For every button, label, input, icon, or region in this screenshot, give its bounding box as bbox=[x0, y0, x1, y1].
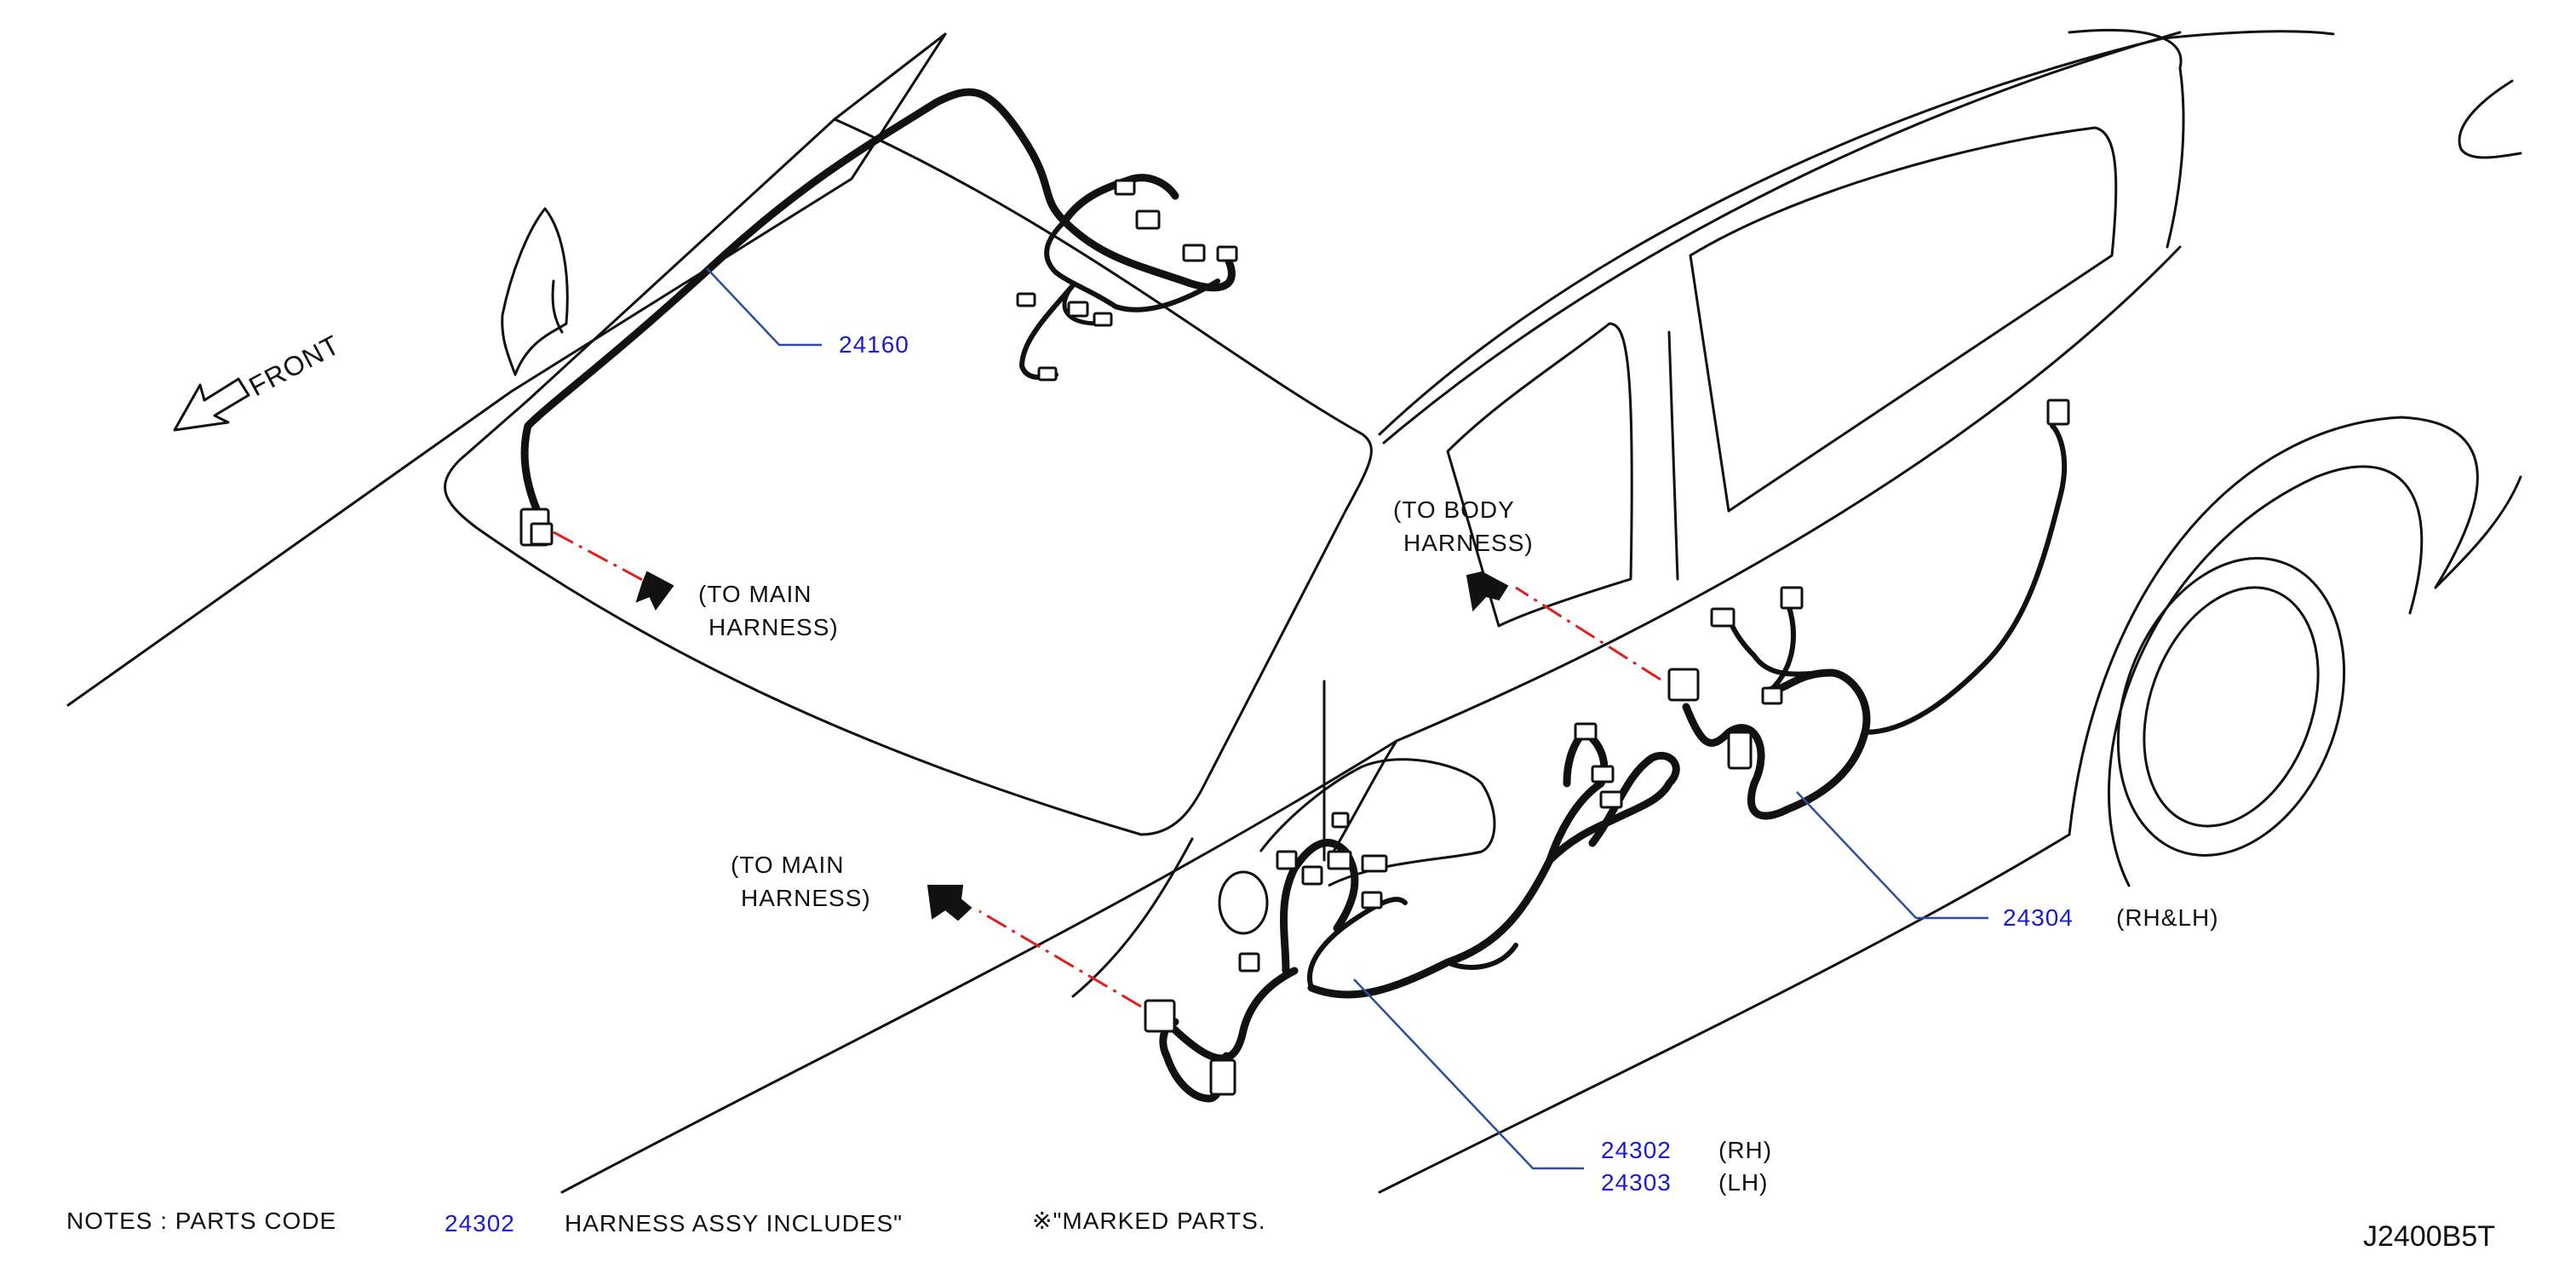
notes-middle: HARNESS ASSY INCLUDES" bbox=[565, 1210, 903, 1236]
callout-to-main-bottom-line1: (TO MAIN bbox=[731, 852, 844, 878]
callout-to-main-top-line2: HARNESS) bbox=[709, 614, 839, 640]
part-side-24304: (RH&LH) bbox=[2116, 904, 2219, 931]
leader-lines bbox=[706, 267, 1988, 1170]
part-side-24303: (LH) bbox=[1718, 1169, 1768, 1196]
callout-to-body-line2: HARNESS) bbox=[1403, 530, 1534, 556]
callout-to-main-bottom-line2: HARNESS) bbox=[741, 885, 871, 911]
callout-to-main-top-line1: (TO MAIN bbox=[698, 581, 812, 607]
roof-harness[interactable] bbox=[520, 88, 1236, 532]
arrow-to-main-top bbox=[635, 571, 674, 611]
front-door-speaker bbox=[1218, 758, 1496, 935]
notes-suffix: ※"MARKED PARTS. bbox=[1032, 1208, 1266, 1234]
front-arrow-icon bbox=[173, 377, 250, 432]
part-code-24303[interactable]: 24303 bbox=[1601, 1169, 1672, 1196]
part-side-24302: (RH) bbox=[1718, 1137, 1772, 1163]
front-door-harness[interactable] bbox=[1159, 728, 1680, 1103]
notes-code[interactable]: 24302 bbox=[445, 1210, 515, 1236]
vehicle-outline bbox=[66, 28, 2522, 1194]
arrow-to-main-bottom bbox=[927, 885, 972, 921]
direction-arrows bbox=[635, 571, 1509, 921]
part-code-24304[interactable]: 24304 bbox=[2003, 904, 2074, 931]
part-code-24160[interactable]: 24160 bbox=[839, 331, 909, 358]
arrow-to-body bbox=[1466, 571, 1509, 612]
part-code-24302[interactable]: 24302 bbox=[1601, 1137, 1672, 1163]
connection-lines bbox=[553, 531, 1661, 1008]
notes-prefix: NOTES : PARTS CODE bbox=[66, 1208, 336, 1234]
front-door-connectors bbox=[1144, 722, 1623, 1096]
roof-harness-connectors bbox=[519, 179, 1238, 547]
callout-to-body-line1: (TO BODY bbox=[1393, 496, 1515, 523]
front-label: FRONT bbox=[244, 329, 345, 402]
rear-door-connectors bbox=[1667, 399, 2070, 770]
diagram-id: J2400B5T bbox=[2363, 1220, 2495, 1253]
